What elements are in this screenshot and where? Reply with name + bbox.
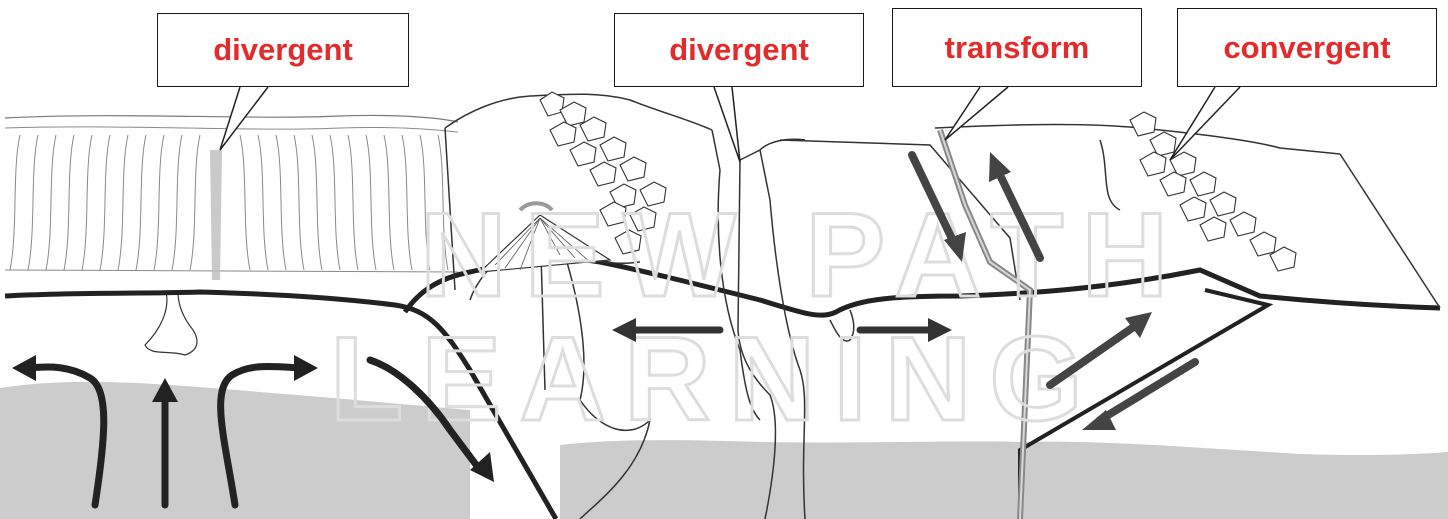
convergent-label: convergent [1177,8,1437,87]
mantle-layer [560,440,1020,519]
divergent-label-left: divergent [157,13,409,87]
divergent-label-middle: divergent [614,13,864,87]
oceanic-crust-left [5,115,458,272]
magma-chamber [145,292,197,355]
watermark: NEW PATH LEARNING [330,188,1186,446]
arrow-right-icon [294,355,318,381]
magma-plume [210,150,222,280]
arrow-left-icon [12,355,36,381]
transform-label: transform [892,8,1142,87]
watermark-line-1: NEW PATH [420,188,1186,322]
mantle-layer [1020,442,1448,519]
